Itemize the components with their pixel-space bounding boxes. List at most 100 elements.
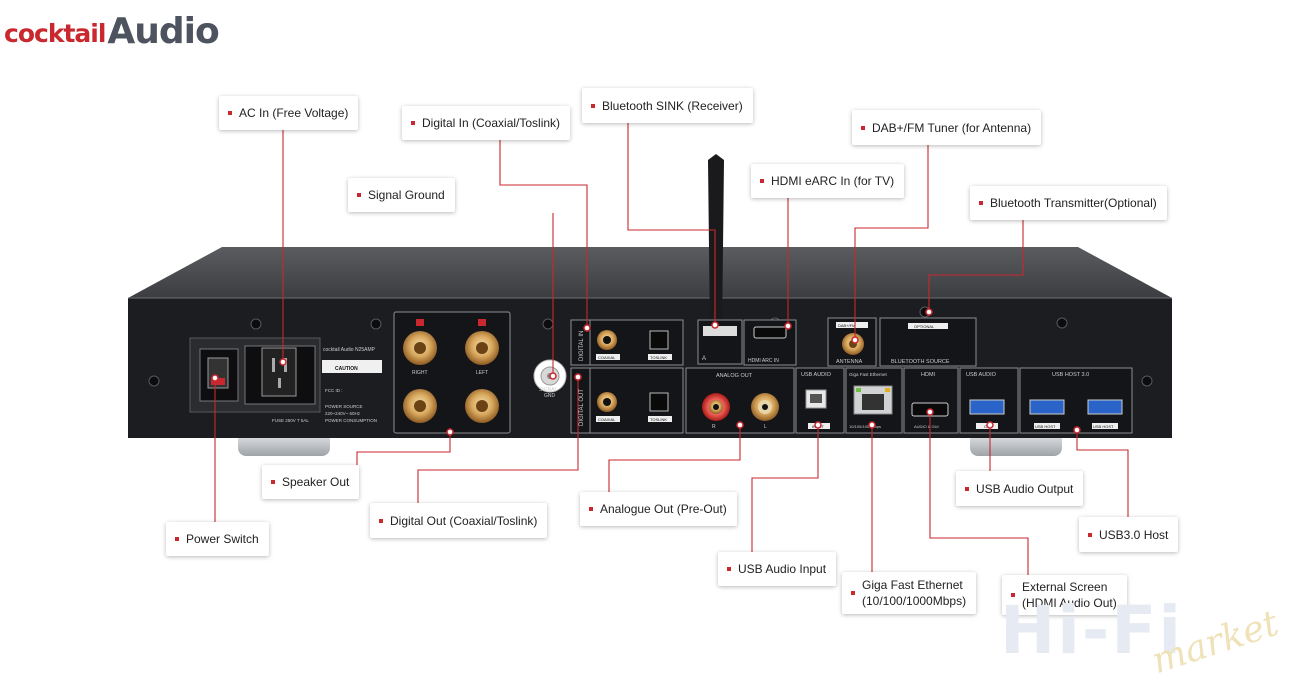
bullet <box>965 486 969 491</box>
r-label: R <box>712 424 716 430</box>
callout-speaker-out-text: Speaker Out <box>282 475 350 489</box>
bullet <box>271 480 275 484</box>
chassis-top <box>128 247 1172 298</box>
callout-ext-screen-line2: (HDMI Audio Out) <box>1022 596 1117 610</box>
brand-part1: cocktail <box>4 19 106 48</box>
dab-antenna-block <box>827 317 877 367</box>
callout-usb-audio-output: USB Audio Output <box>956 471 1084 506</box>
fcc-label: FCC ID : <box>325 388 343 393</box>
usb-audio-out-panel-label: USB AUDIO <box>966 372 997 378</box>
bullet <box>591 103 595 108</box>
callout-usb-audio-input: USB Audio Input <box>718 552 837 586</box>
callout-ext-screen-line1: External Screen <box>1022 580 1108 594</box>
bullet <box>861 125 865 130</box>
usb-b-block <box>795 367 845 434</box>
callout-hdmi-earc: HDMI eARC In (for TV) <box>751 164 905 198</box>
callout-ext-screen-text: External Screen (HDMI Audio Out) <box>1022 579 1117 611</box>
usb-host-block <box>1019 367 1133 434</box>
brand-logo: cocktail Audio <box>4 2 220 52</box>
coaxial-label-in: COAXIAL <box>598 355 616 360</box>
callout-power-switch: Power Switch <box>166 522 269 556</box>
callout-hdmi-earc-text: HDMI eARC In (for TV) <box>771 174 895 188</box>
optional-label: OPTIONAL <box>914 324 935 329</box>
bullet <box>727 567 731 571</box>
callout-usb-audio-output-text: USB Audio Output <box>976 481 1074 496</box>
bullet <box>379 518 383 523</box>
caution-label: CAUTION <box>335 366 358 372</box>
a-label: A <box>702 356 706 362</box>
toslink-label-in: TOSLINK <box>650 355 667 360</box>
bullet <box>357 193 361 197</box>
callout-bt-sink: Bluetooth SINK (Receiver) <box>582 88 753 123</box>
callout-signal-ground-text: Signal Ground <box>368 188 445 202</box>
power-source-3: POWER CONSUMPTION <box>325 418 377 423</box>
usb-host-label-1: USB HOST <box>1035 424 1056 429</box>
bullet <box>411 121 415 125</box>
connector-end-dots <box>211 308 1081 436</box>
callout-bt-tx-text: Bluetooth Transmitter(Optional) <box>990 196 1157 210</box>
bullet <box>851 591 855 595</box>
hdmi-panel-label: HDMI <box>921 372 936 378</box>
audio-gui-label: AUDIO & GUI <box>914 424 939 429</box>
callout-digital-out: Digital Out (Coaxial/Toslink) <box>370 503 548 538</box>
usb-host-label-2: USB HOST <box>1093 424 1114 429</box>
brand-part2: Audio <box>107 11 219 52</box>
callout-ethernet-line2: (10/100/1000Mbps) <box>862 594 967 608</box>
callout-analogue-out: Analogue Out (Pre-Out) <box>580 492 737 526</box>
digital-out-block <box>570 367 684 434</box>
antenna-label: ANTENNA <box>836 359 863 365</box>
callout-usb-audio-input-text: USB Audio Input <box>738 562 827 576</box>
power-section <box>189 337 382 413</box>
model-label: cocktail Audio N25AMP <box>323 347 376 353</box>
watermark: Hi-Fi market <box>1000 592 1300 700</box>
callout-analogue-out-text: Analogue Out (Pre-Out) <box>600 502 727 516</box>
dab-fm-label: DAB+/FM <box>838 323 855 328</box>
callout-signal-ground: Signal Ground <box>348 178 455 212</box>
bullet <box>228 111 232 115</box>
bt-source-label: BLUETOOTH SOURCE <box>891 359 950 365</box>
coaxial-label-out: COAXIAL <box>598 417 616 422</box>
l-label: L <box>764 424 767 430</box>
bullet <box>589 507 593 511</box>
hdmi-arc-in-label: HDMI ARC IN <box>748 358 779 364</box>
fuse-label: FUSE 250V T 5AL <box>272 418 309 423</box>
callout-digital-out-text: Digital Out (Coaxial/Toslink) <box>390 513 538 528</box>
callout-ac-in: AC In (Free Voltage) <box>219 96 359 130</box>
right-label: RIGHT <box>412 370 428 376</box>
callout-digital-in-text: Digital In (Coaxial/Toslink) <box>422 116 561 130</box>
callout-speaker-out: Speaker Out <box>262 465 360 499</box>
callout-power-switch-text: Power Switch <box>186 532 259 546</box>
speaker-terminals <box>393 311 511 434</box>
callout-ethernet: Giga Fast Ethernet (10/100/1000Mbps) <box>842 572 977 614</box>
bullet <box>1011 593 1015 597</box>
bullet <box>979 201 983 205</box>
toslink-label-out: TOSLINK <box>650 417 667 422</box>
callout-bt-sink-text: Bluetooth SINK (Receiver) <box>602 98 743 113</box>
giga-eth-panel-label: Giga Fast Ethernet <box>849 372 888 377</box>
signal-gnd-label-1: SIGNAL <box>539 387 558 393</box>
callout-dab-text: DAB+/FM Tuner (for Antenna) <box>872 120 1032 135</box>
watermark-hifi: Hi-Fi <box>1000 592 1183 669</box>
signal-gnd-label-2: GND <box>544 393 556 399</box>
callout-usb3-host-text: USB3.0 Host <box>1099 527 1169 542</box>
power-source-2: 220~240V~ 60Hz <box>325 411 361 416</box>
callout-digital-in: Digital In (Coaxial/Toslink) <box>402 106 571 140</box>
callout-dab: DAB+/FM Tuner (for Antenna) <box>852 110 1042 145</box>
analog-out-panel-label: ANALOG OUT <box>716 373 753 379</box>
bullet <box>760 179 764 183</box>
digital-in-panel-label: DIGITAL IN <box>579 331 585 361</box>
callout-ext-screen: External Screen (HDMI Audio Out) <box>1002 575 1127 615</box>
bt-source-block <box>879 317 977 367</box>
callout-ac-in-text: AC In (Free Voltage) <box>239 106 349 120</box>
usb-audio-panel-label: USB AUDIO <box>801 372 832 378</box>
analog-out-block <box>685 367 795 434</box>
left-label: LEFT <box>476 370 488 376</box>
connector-lines <box>214 122 1129 575</box>
digital-out-panel-label: DIGITAL OUT <box>579 389 585 426</box>
callout-ethernet-text: Giga Fast Ethernet (10/100/1000Mbps) <box>862 577 966 609</box>
eth-speed-label: 10/100/1000Mbps <box>849 424 881 429</box>
bullet <box>1088 532 1092 537</box>
callout-ethernet-line1: Giga Fast Ethernet <box>862 578 963 592</box>
bluetooth-antenna <box>697 154 743 365</box>
